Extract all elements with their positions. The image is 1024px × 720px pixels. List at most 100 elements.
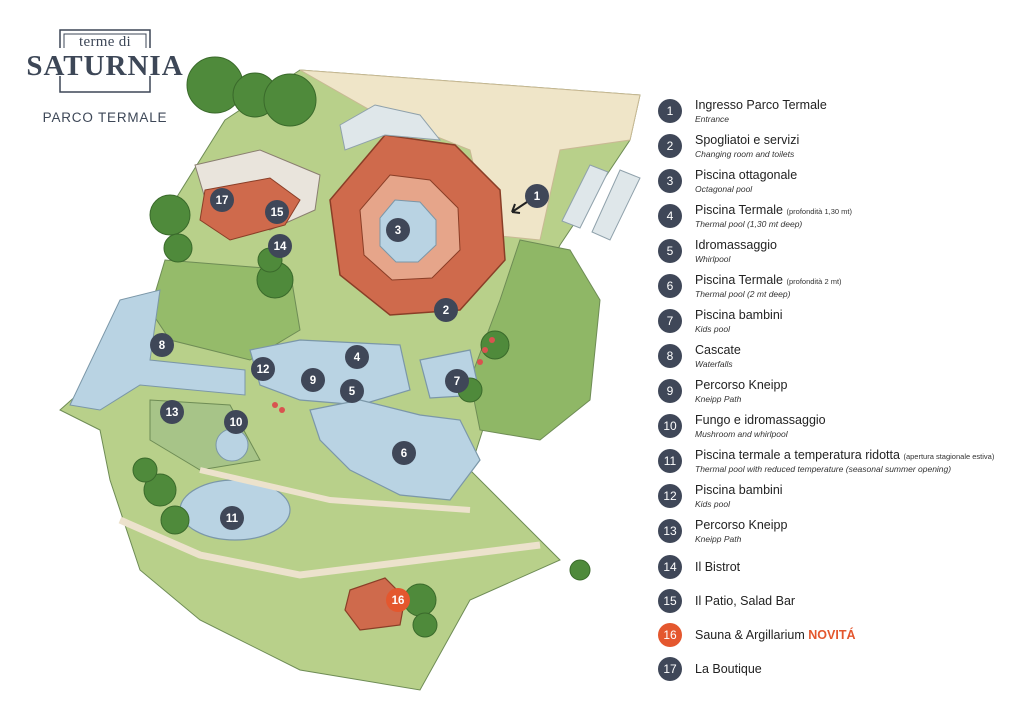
map-marker-label: 10 xyxy=(230,417,243,429)
map-marker-9[interactable]: 9 xyxy=(301,368,325,392)
legend-note: (apertura stagionale estiva) xyxy=(903,452,995,461)
map-marker-16[interactable]: 16 xyxy=(386,588,410,612)
legend-item-5[interactable]: 5 Idromassaggio Whirlpool xyxy=(655,236,1020,270)
map-marker-label: 4 xyxy=(354,352,361,364)
legend-title: La Boutique xyxy=(695,662,762,676)
map-marker-17[interactable]: 17 xyxy=(210,188,234,212)
new-badge: NOVITÁ xyxy=(808,628,856,642)
legend-item-6[interactable]: 6 Piscina Termale (profondità 2 mt) Ther… xyxy=(655,271,1020,305)
legend-item-15[interactable]: 15 Il Patio, Salad Bar xyxy=(655,586,1020,620)
mushroom-pool xyxy=(215,428,249,462)
map-marker-label: 2 xyxy=(443,305,449,317)
map-marker-label: 9 xyxy=(310,375,316,387)
legend-badge: 6 xyxy=(658,274,682,298)
legend-badge: 12 xyxy=(658,484,682,508)
map-marker-12[interactable]: 12 xyxy=(251,357,275,381)
waterfall-channel xyxy=(69,289,246,411)
map-marker-14[interactable]: 14 xyxy=(268,234,292,258)
legend-item-14[interactable]: 14 Il Bistrot xyxy=(655,552,1020,586)
legend-title: Percorso Kneipp xyxy=(695,378,788,392)
flower-bed xyxy=(272,337,495,413)
map-marker-6[interactable]: 6 xyxy=(392,441,416,465)
map-marker-5[interactable]: 5 xyxy=(340,379,364,403)
map-marker-15[interactable]: 15 xyxy=(265,200,289,224)
logo: terme di SATURNIA PARCO TERMALE xyxy=(20,28,190,138)
parking-shelters xyxy=(561,164,641,241)
legend-subtitle: Kneipp Path xyxy=(695,534,742,544)
legend-badge: 13 xyxy=(658,519,682,543)
legend-title: Sauna & Argillarium NOVITÁ xyxy=(695,628,856,642)
legend-note: (profondità 2 mt) xyxy=(786,277,842,286)
legend-item-10[interactable]: 10 Fungo e idromassaggio Mushroom and wh… xyxy=(655,411,1020,445)
legend-title-text: Piscina Termale xyxy=(695,273,784,287)
legend-item-4[interactable]: 4 Piscina Termale (profondità 1,30 mt) T… xyxy=(655,201,1020,235)
legend-item-1[interactable]: 1 Ingresso Parco Termale Entrance xyxy=(655,96,1020,130)
map-marker-10[interactable]: 10 xyxy=(224,410,248,434)
map-marker-2[interactable]: 2 xyxy=(434,298,458,322)
map-marker-label: 11 xyxy=(226,513,239,525)
map-marker-label: 3 xyxy=(395,225,401,237)
lawn-east xyxy=(469,239,601,441)
legend-title: Ingresso Parco Termale xyxy=(695,98,827,112)
legend-title-text: Piscina Termale xyxy=(695,203,784,217)
legend-badge: 9 xyxy=(658,379,682,403)
map-marker-label: 17 xyxy=(216,195,229,207)
legend-title: Spogliatoi e servizi xyxy=(695,133,800,147)
legend-item-16[interactable]: 16 Sauna & Argillarium NOVITÁ xyxy=(655,620,1020,654)
map-marker-label: 6 xyxy=(401,448,407,460)
legend-subtitle: Thermal pool with reduced temperature (s… xyxy=(695,464,951,474)
legend-badge: 4 xyxy=(658,204,682,228)
map-marker-8[interactable]: 8 xyxy=(150,333,174,357)
map-marker-11[interactable]: 11 xyxy=(220,506,244,530)
map-marker-label: 5 xyxy=(349,386,356,398)
logo-frame xyxy=(59,29,151,93)
legend-item-11[interactable]: 11 Piscina termale a temperatura ridotta… xyxy=(655,446,1020,480)
map-marker-label: 15 xyxy=(271,207,284,219)
legend-subtitle: Waterfalls xyxy=(695,359,733,369)
legend-subtitle: Thermal pool (1,30 mt deep) xyxy=(695,219,803,229)
map-marker-4[interactable]: 4 xyxy=(345,345,369,369)
legend-subtitle: Thermal pool (2 mt deep) xyxy=(695,289,791,299)
sauna-building xyxy=(344,577,406,631)
legend-title: Idromassaggio xyxy=(695,238,777,252)
legend-item-17[interactable]: 17 La Boutique xyxy=(655,654,1020,688)
legend-title: Piscina termale a temperatura ridotta (a… xyxy=(695,448,994,462)
map-marker-13[interactable]: 13 xyxy=(160,400,184,424)
legend-badge: 2 xyxy=(658,134,682,158)
legend-item-9[interactable]: 9 Percorso Kneipp Kneipp Path xyxy=(655,376,1020,410)
legend-badge: 8 xyxy=(658,344,682,368)
legend-title: Percorso Kneipp xyxy=(695,518,788,532)
legend-badge: 11 xyxy=(658,449,682,473)
logo-brand-name: SATURNIA xyxy=(26,50,184,82)
park-map: 1 2 3 4 5 6 7 8 9 10 11 12 13 14 15 16 1… xyxy=(59,56,641,691)
map-marker-7[interactable]: 7 xyxy=(445,369,469,393)
legend-title: Cascate xyxy=(695,343,741,357)
legend-badge: 1 xyxy=(658,99,682,123)
map-marker-label: 13 xyxy=(166,407,179,419)
map-marker-label: 12 xyxy=(257,364,270,376)
map-marker-3[interactable]: 3 xyxy=(386,218,410,242)
legend-subtitle: Whirlpool xyxy=(695,254,731,264)
walking-path xyxy=(118,516,541,579)
legend-item-13[interactable]: 13 Percorso Kneipp Kneipp Path xyxy=(655,516,1020,550)
legend-item-7[interactable]: 7 Piscina bambini Kids pool xyxy=(655,306,1020,340)
legend-item-12[interactable]: 12 Piscina bambini Kids pool xyxy=(655,481,1020,515)
legend-title: Piscina Termale (profondità 1,30 mt) xyxy=(695,203,852,217)
map-marker-1[interactable]: 1 xyxy=(525,184,549,208)
legend-subtitle: Octagonal pool xyxy=(695,184,753,194)
legend-title: Piscina bambini xyxy=(695,308,783,322)
legend-item-3[interactable]: 3 Piscina ottagonale Octagonal pool xyxy=(655,166,1020,200)
legend-item-2[interactable]: 2 Spogliatoi e servizi Changing room and… xyxy=(655,131,1020,165)
legend-badge: 7 xyxy=(658,309,682,333)
legend-subtitle: Entrance xyxy=(695,114,730,124)
map-marker-label: 1 xyxy=(534,191,541,203)
legend-title: Piscina bambini xyxy=(695,483,783,497)
map-marker-label: 16 xyxy=(392,595,405,607)
legend-title: Il Bistrot xyxy=(695,560,741,574)
legend-title: Piscina ottagonale xyxy=(695,168,798,182)
map-marker-label: 7 xyxy=(454,376,460,388)
legend-badge: 15 xyxy=(658,589,682,613)
legend-badge: 14 xyxy=(658,555,682,579)
legend-item-8[interactable]: 8 Cascate Waterfalls xyxy=(655,341,1020,375)
legend-subtitle-text: Thermal pool with reduced temperature xyxy=(695,464,844,474)
